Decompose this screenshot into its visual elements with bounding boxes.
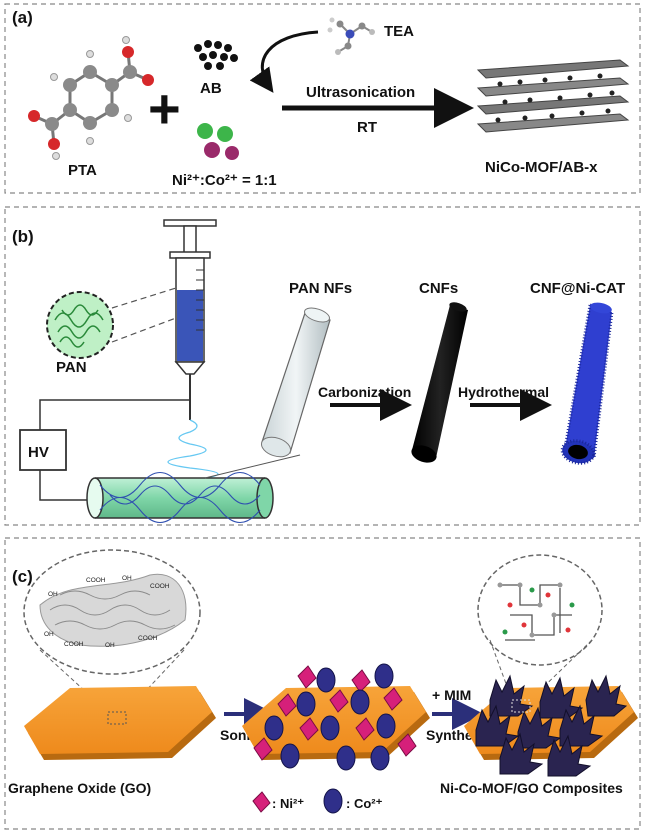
cooh-label-2: COOH [150, 583, 170, 590]
mof-zoom-bubble [477, 554, 603, 666]
mim-label: + MIM [432, 687, 471, 703]
pta-label: PTA [68, 162, 97, 179]
panel-c-frame [4, 537, 641, 830]
tea-curved-arrow [249, 30, 319, 93]
pan-polymer-zoom [46, 291, 114, 359]
oh-label-4: OH [105, 642, 115, 649]
oh-label-1: OH [48, 591, 58, 598]
cooh-label-1: COOH [86, 577, 106, 584]
go-sheet-with-ions [242, 663, 430, 771]
ni-legend-label: : Ni²⁺ [272, 796, 304, 811]
hv-label: HV [28, 444, 49, 461]
cooh-label-4: COOH [138, 635, 158, 642]
cnfs-label: CNFs [419, 280, 458, 297]
tea-label: TEA [384, 23, 414, 40]
hv-box [19, 429, 67, 471]
cnf-ni-cat-label: CNF@Ni-CAT [530, 280, 625, 297]
ion-legend: : Ni²⁺ : Co²⁺ [252, 788, 383, 814]
ab-particles [194, 40, 238, 70]
zoom-line-top [111, 287, 177, 309]
product-label: NiCo-MOF/AB-x [485, 159, 598, 176]
go-sheet [24, 686, 216, 760]
ab-label: AB [200, 80, 222, 97]
ni-legend-swatch [252, 791, 271, 813]
panel-a-frame [4, 3, 641, 194]
co-legend-swatch [323, 788, 343, 814]
panel-b-letter: (b) [12, 227, 34, 246]
panel-b: (b) PAN [4, 206, 641, 526]
panel-a: (a) [4, 3, 641, 194]
mof-zoom-line-left [489, 639, 513, 701]
oh-label-2: OH [122, 575, 132, 582]
zoom-line-bottom [111, 317, 177, 343]
arrow-top-label: Ultrasonication [306, 84, 415, 101]
pan-nfs-label: PAN NFs [289, 280, 352, 297]
pan-label: PAN [56, 359, 87, 376]
panel-c: (c) OH COOH OH COOH OH COOH OH COOH Grap… [4, 537, 641, 830]
go-zoom-line-left [39, 649, 109, 713]
go-zoom-bubble: OH COOH OH COOH OH COOH OH COOH [23, 549, 201, 675]
carbonization-label: Carbonization [318, 384, 411, 400]
oh-label-3: OH [44, 631, 54, 638]
tea-molecule [327, 17, 375, 55]
ratio-label: Ni²⁺:Co²⁺ = 1:1 [172, 172, 277, 189]
pan-nf-cylinder [260, 307, 331, 458]
syringe [163, 219, 217, 420]
pta-atoms [28, 36, 154, 160]
panel-c-letter: (c) [12, 567, 33, 586]
arrow-bottom-label: RT [357, 119, 377, 136]
plus-sign: + [148, 77, 181, 140]
go-label: Graphene Oxide (GO) [8, 780, 151, 796]
cooh-label-3: COOH [64, 641, 84, 648]
cnf-cylinder [411, 302, 468, 463]
cnf-ni-cat-cylinder [560, 302, 614, 465]
fiber-pointer [204, 454, 301, 479]
hydrothermal-label: Hydrothermal [458, 384, 549, 400]
collector-drum [86, 471, 274, 524]
panel-a-letter: (a) [12, 8, 33, 27]
composite-label: Ni-Co-MOF/GO Composites [440, 780, 623, 796]
layered-product [476, 59, 630, 133]
panel-b-frame [4, 206, 641, 526]
co-legend-label: : Co²⁺ [346, 796, 383, 811]
hv-circuit [39, 399, 190, 501]
mof-go-composite [464, 674, 638, 777]
metal-ions [197, 123, 239, 160]
